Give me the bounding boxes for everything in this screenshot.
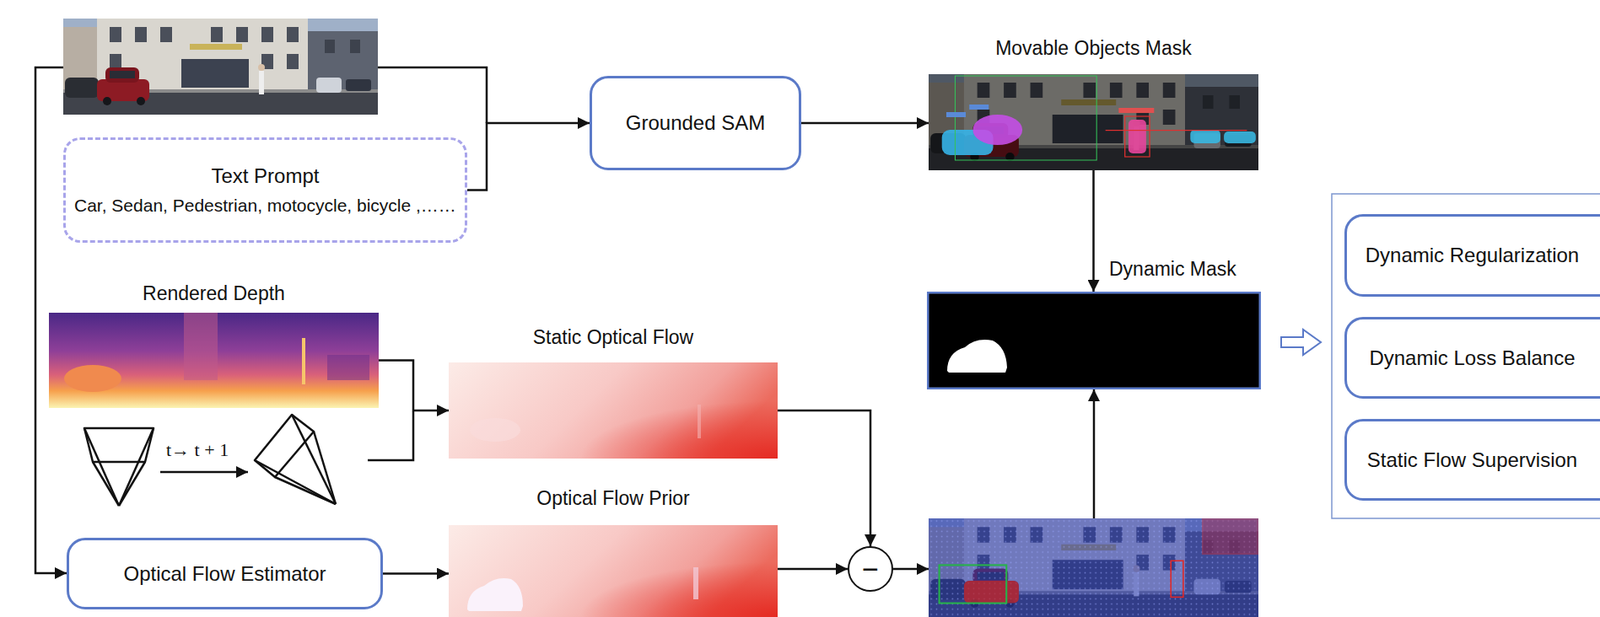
dynamic-mask-image <box>927 292 1261 389</box>
process-box: Optical Flow Estimator <box>66 538 383 610</box>
node-label: Optical Flow Estimator <box>123 562 326 587</box>
wires <box>35 67 1094 574</box>
image-heading: Optical Flow Prior <box>448 487 778 510</box>
static-flow-image <box>448 362 778 459</box>
image-panel: Rendered Depth <box>48 312 379 409</box>
output-box: Dynamic Regularization <box>1344 214 1600 297</box>
input-photo <box>63 18 378 115</box>
depth-image <box>48 312 379 409</box>
prompt-box: Text PromptCar, Sedan, Pedestrian, motoc… <box>63 137 468 243</box>
process-box: Grounded SAM <box>589 75 802 171</box>
node-label: Grounded SAM <box>625 111 765 135</box>
node-label: Dynamic Loss Balance <box>1368 346 1575 371</box>
image-panel: Static Optical Flow <box>448 362 778 459</box>
camera-icon <box>254 414 336 505</box>
image-heading: Movable Objects Mask <box>928 37 1259 60</box>
node-label: − <box>861 554 879 584</box>
flow-arrow <box>378 360 449 412</box>
node-label: Dynamic Regularization <box>1365 243 1579 268</box>
output-box: Dynamic Loss Balance <box>1344 317 1600 399</box>
motion-arrow <box>160 471 248 475</box>
subtract-operator: − <box>847 546 894 593</box>
node-label: Car, Sedan, Pedestrian, motocycle, bicyc… <box>74 195 457 216</box>
flow-prior-image <box>448 525 778 617</box>
image-panel: Dynamic Mask <box>926 291 1261 390</box>
output-panel <box>1331 193 1600 519</box>
transition-label: t→ t + 1 <box>166 439 229 462</box>
image-heading: Static Optical Flow <box>448 326 778 349</box>
output-box: Static Flow Supervision <box>1344 419 1600 502</box>
flow-arrow <box>1092 170 1095 292</box>
image-panel: Optical Flow Prior <box>448 525 778 617</box>
flow-arrow <box>382 572 449 576</box>
flow-arrow <box>467 123 590 191</box>
image-heading: Dynamic Mask <box>1109 258 1237 281</box>
flow-difference-image <box>928 518 1259 617</box>
image-panel: Movable Objects Mask <box>928 74 1259 171</box>
image-heading: Rendered Depth <box>48 282 379 305</box>
mask-image <box>928 74 1259 171</box>
hollow-arrow <box>1281 329 1321 356</box>
flow-arrow <box>777 410 871 547</box>
flow-arrow <box>801 122 929 125</box>
flow-arrow <box>777 568 848 572</box>
node-label: Static Flow Supervision <box>1367 448 1578 473</box>
node-label: Text Prompt <box>210 164 319 189</box>
camera-icon <box>84 428 154 507</box>
